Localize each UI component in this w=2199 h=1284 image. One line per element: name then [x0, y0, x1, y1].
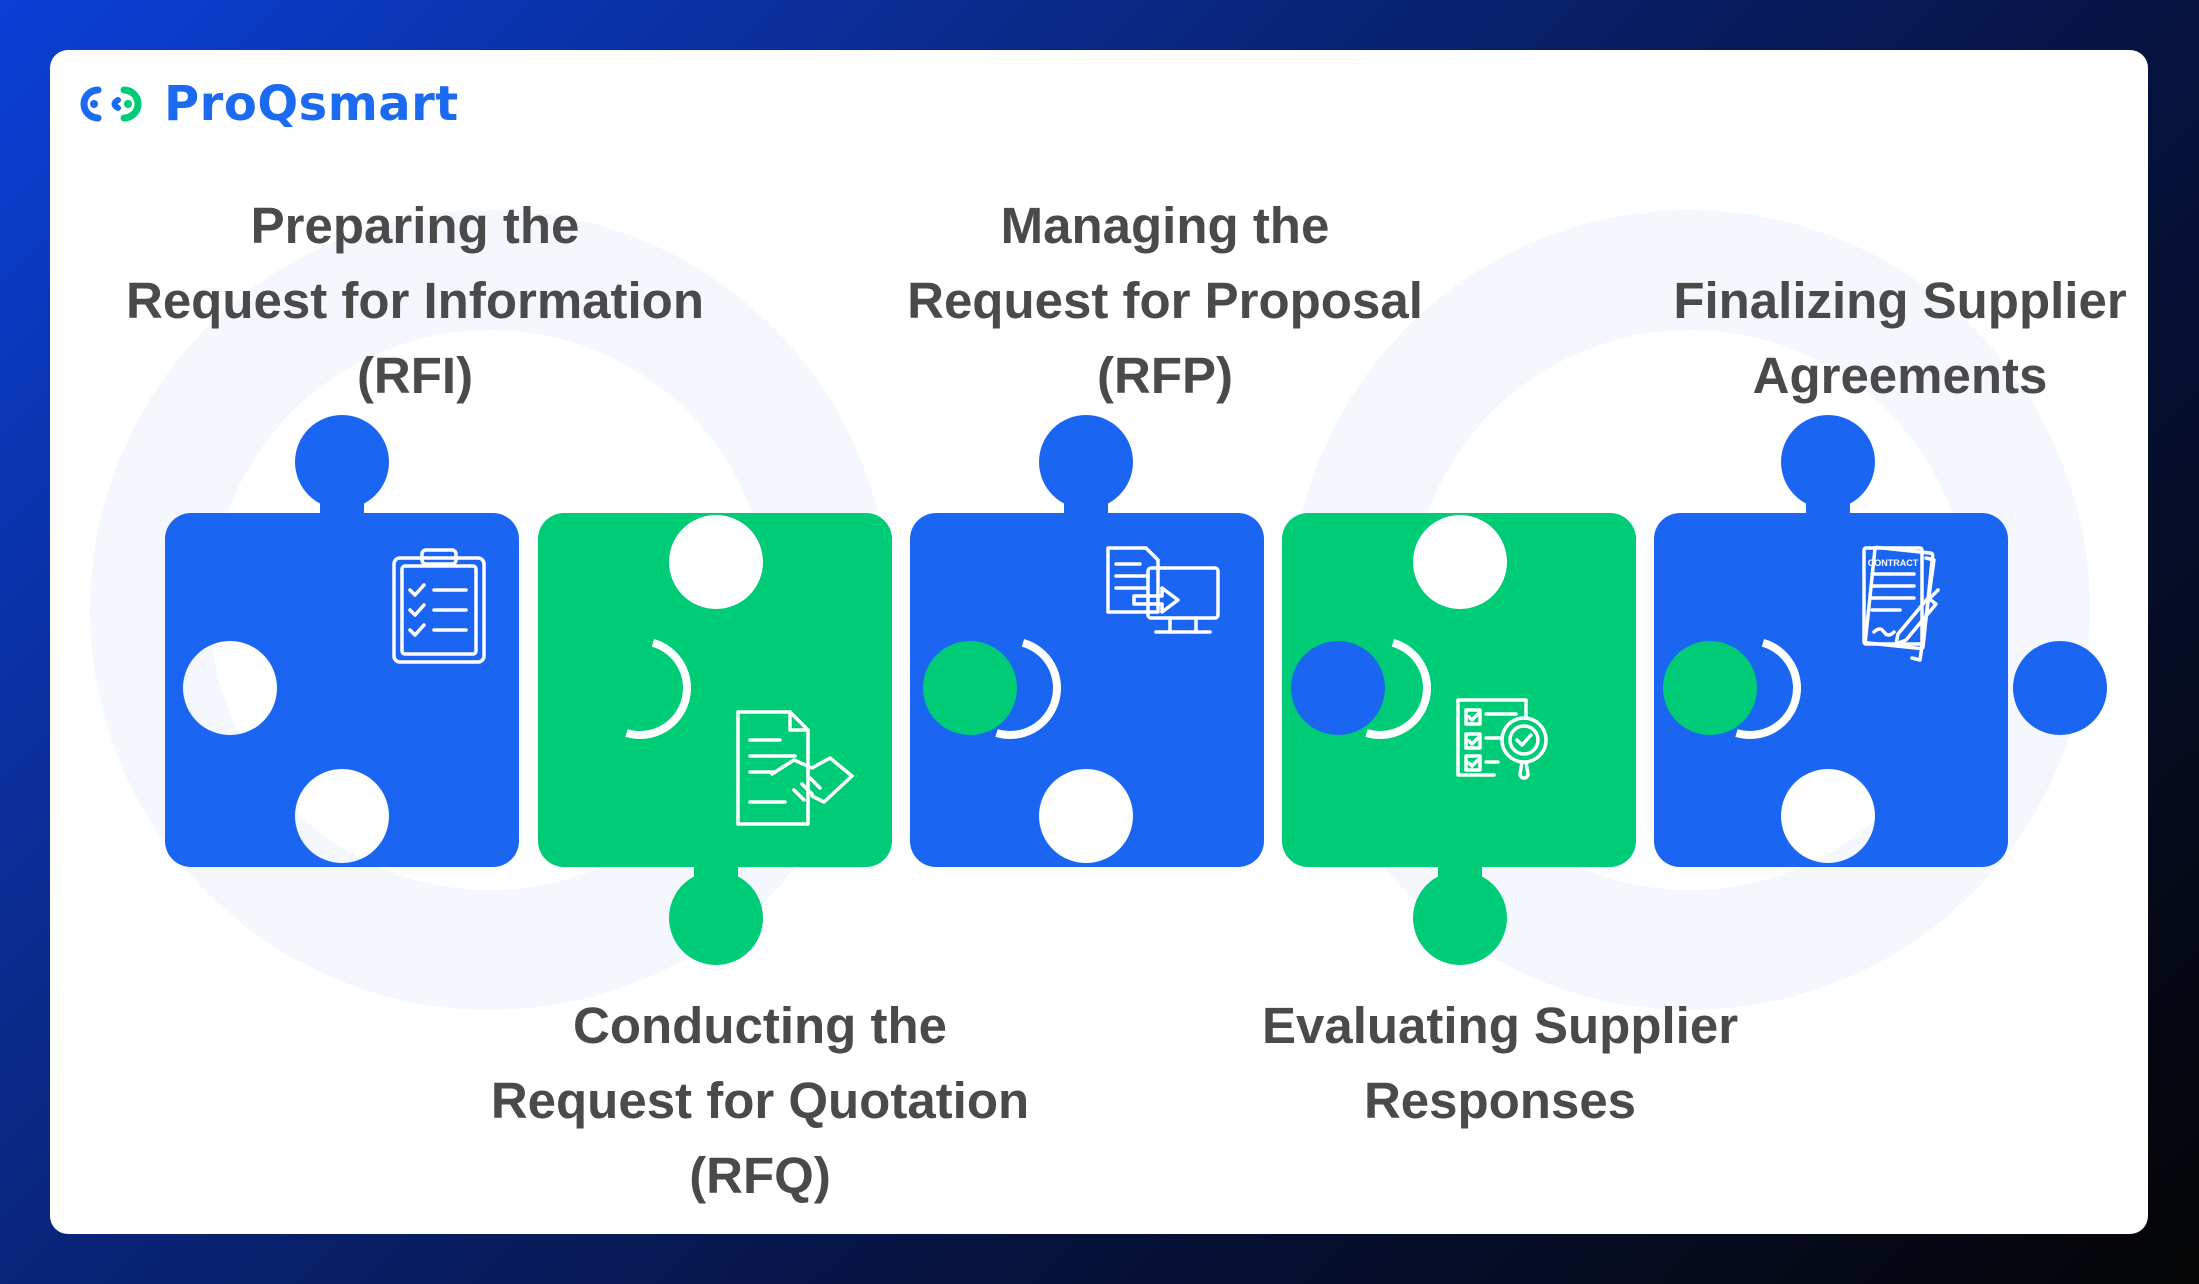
step-label-agreements: Finalizing Supplier Agreements: [1590, 263, 2148, 413]
puzzle-notch-outline: [589, 637, 691, 740]
checklist-magnifier-icon: [1456, 698, 1548, 780]
clipboard-checklist-icon: [392, 548, 486, 664]
document-to-monitor-icon: [1106, 546, 1220, 634]
label-line: Request for Proposal: [907, 272, 1423, 329]
document-handshake-icon: [736, 710, 854, 826]
puzzle-notch-outline: [1329, 637, 1431, 739]
puzzle-tab-green: [1663, 641, 1757, 735]
puzzle-tab-blue: [1291, 641, 1385, 735]
step-label-rfq: Conducting the Request for Quotation (RF…: [450, 988, 1070, 1213]
label-line: (RFI): [356, 347, 474, 404]
puzzle-piece-rfq: [538, 513, 892, 965]
puzzle-tab-green: [923, 641, 1017, 735]
contract-label: CONTRACT: [1868, 558, 1919, 568]
label-line: Finalizing Supplier: [1673, 272, 2127, 329]
step-label-rfp: Managing the Request for Proposal (RFP): [855, 188, 1475, 413]
label-line: Request for Information: [125, 272, 704, 329]
label-line: Preparing the: [250, 197, 580, 254]
label-line: Evaluating Supplier: [1261, 997, 1739, 1054]
step-label-rfi: Preparing the Request for Information (R…: [105, 188, 725, 413]
label-line: (RFP): [1097, 347, 1233, 404]
puzzle-piece-agreements: [1654, 415, 2107, 867]
brand-name: ProQsmart: [164, 76, 459, 132]
label-line: Conducting the: [573, 997, 947, 1054]
label-line: Agreements: [1752, 347, 2048, 404]
label-line: (RFQ): [689, 1147, 831, 1204]
puzzle-notch-outline: [1699, 637, 1801, 740]
brand-logo: ProQsmart: [74, 76, 459, 132]
puzzle-notch-outline: [959, 637, 1061, 740]
label-line: Request for Quotation: [490, 1072, 1030, 1129]
label-line: Managing the: [1000, 197, 1330, 254]
infographic-card: ProQsmart Preparing the Request for Info…: [50, 50, 2148, 1234]
label-line: Responses: [1363, 1072, 1637, 1129]
step-label-evaluating: Evaluating Supplier Responses: [1190, 988, 1810, 1138]
puzzle-chain: CONTRACT: [165, 415, 2107, 965]
puzzle-piece-rfp: [910, 415, 1264, 867]
contract-pen-icon: [1862, 545, 1940, 662]
puzzle-piece-evaluating: [1282, 513, 1636, 965]
proqsmart-logo-icon: [80, 86, 142, 122]
